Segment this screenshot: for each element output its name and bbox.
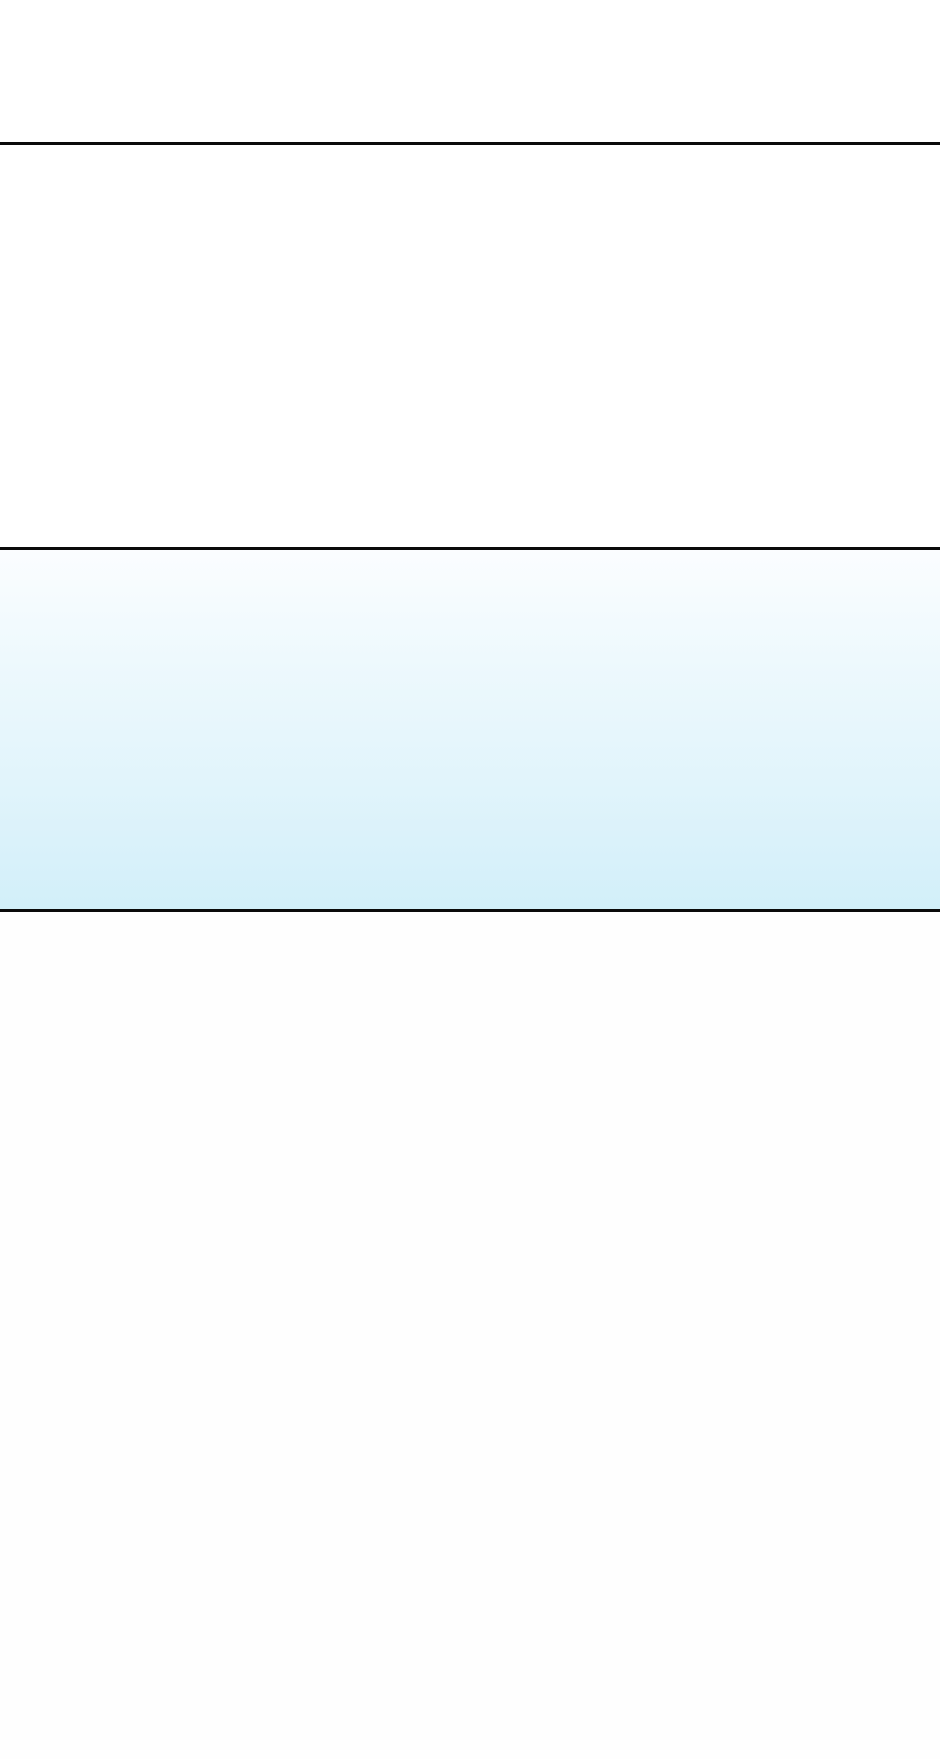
top-margin [0,0,940,143]
panel-border-lower [0,909,940,912]
panel-border-top [0,142,940,145]
sky-gradient-panel [0,550,940,909]
panel-border-upper [0,547,940,550]
blank-panel [0,145,940,548]
bottom-margin [0,912,940,1759]
